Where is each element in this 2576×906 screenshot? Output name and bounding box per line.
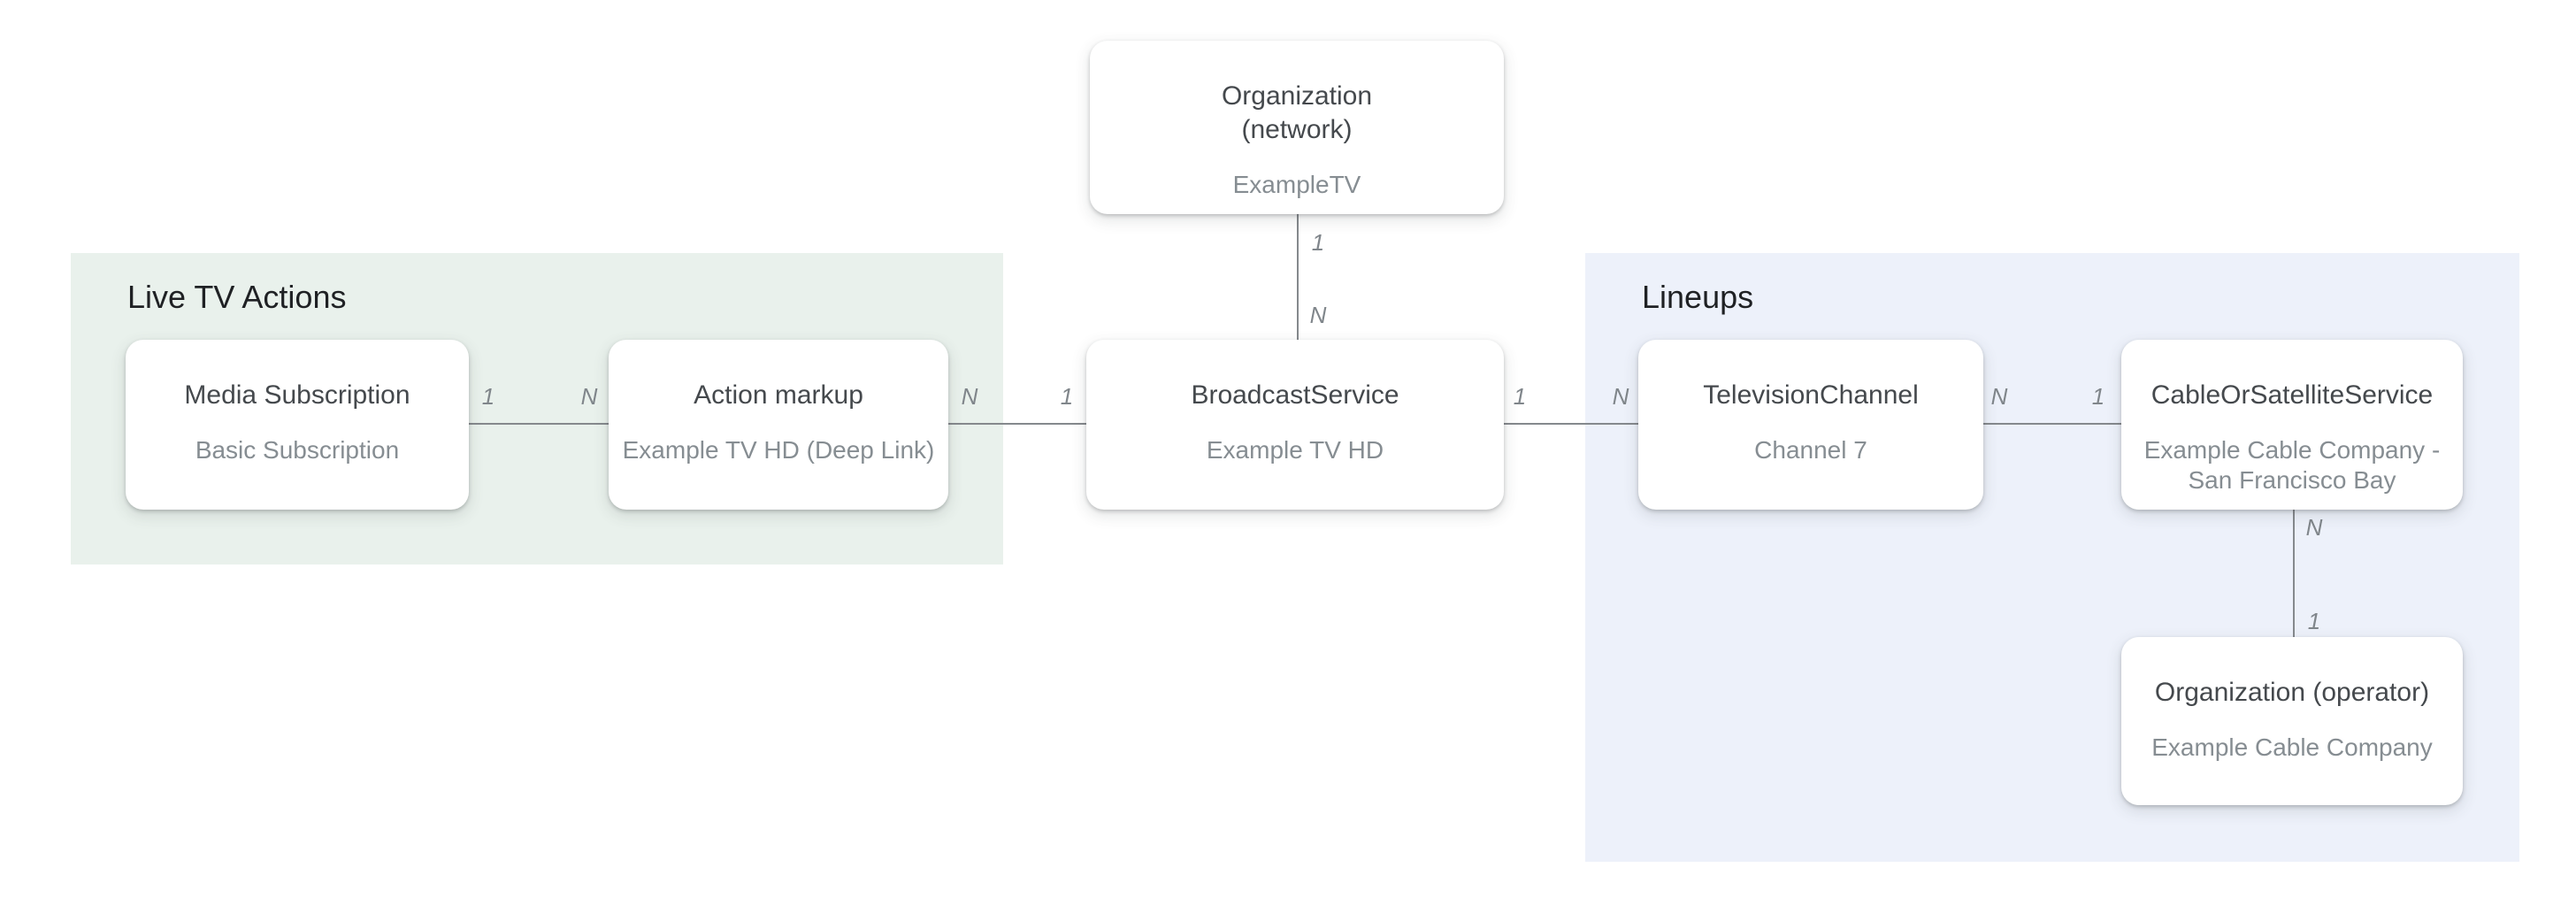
cardinality-label: N [1612, 383, 1629, 410]
node-title: Action markup [694, 380, 863, 411]
node-title: Organization (network) [1221, 81, 1373, 145]
node-subtitle: Example Cable Company - San Francisco Ba… [2143, 435, 2441, 494]
cardinality-label: N [2305, 514, 2323, 541]
edge-media-subscription-action-markup [469, 423, 609, 425]
region-title-live-tv-actions: Live TV Actions [127, 280, 347, 315]
node-media-subscription: Media Subscription Basic Subscription [126, 340, 469, 510]
node-subtitle: Basic Subscription [195, 435, 400, 464]
edge-action-markup-broadcast-service [948, 423, 1086, 425]
node-title: TelevisionChannel [1703, 380, 1919, 411]
cardinality-label: N [1309, 302, 1327, 328]
edge-television-channel-cable-service [1983, 423, 2121, 425]
node-subtitle: ExampleTV [1232, 170, 1361, 198]
node-title: BroadcastService [1191, 380, 1399, 411]
node-organization-network: Organization (network) ExampleTV [1090, 41, 1504, 214]
node-title: Media Subscription [184, 380, 410, 411]
cardinality-label: N [1990, 383, 2008, 410]
node-organization-operator: Organization (operator) Example Cable Co… [2121, 637, 2463, 805]
cardinality-label: 1 [1513, 383, 1527, 410]
cardinality-label: 1 [2091, 383, 2105, 410]
cardinality-label: 1 [2307, 608, 2321, 634]
node-title: CableOrSatelliteService [2150, 380, 2434, 411]
edge-org-network-broadcast-service [1297, 214, 1299, 340]
node-subtitle: Example TV HD [1206, 435, 1384, 464]
region-title-lineups: Lineups [1642, 280, 1754, 315]
cardinality-label: 1 [1060, 383, 1074, 410]
node-title: Organization (operator) [2154, 678, 2430, 708]
node-cable-or-satellite-service: CableOrSatelliteService Example Cable Co… [2121, 340, 2463, 510]
node-broadcast-service: BroadcastService Example TV HD [1086, 340, 1504, 510]
cardinality-label: 1 [1311, 229, 1325, 256]
edge-cable-service-org-operator [2293, 510, 2295, 637]
node-television-channel: TelevisionChannel Channel 7 [1638, 340, 1983, 510]
node-subtitle: Channel 7 [1754, 435, 1867, 464]
node-subtitle: Example Cable Company [2151, 733, 2433, 761]
cardinality-label: N [961, 383, 978, 410]
cardinality-label: N [580, 383, 598, 410]
edge-broadcast-service-television-channel [1504, 423, 1638, 425]
node-subtitle: Example TV HD (Deep Link) [622, 435, 935, 464]
cardinality-label: 1 [481, 383, 495, 410]
node-action-markup: Action markup Example TV HD (Deep Link) [609, 340, 948, 510]
